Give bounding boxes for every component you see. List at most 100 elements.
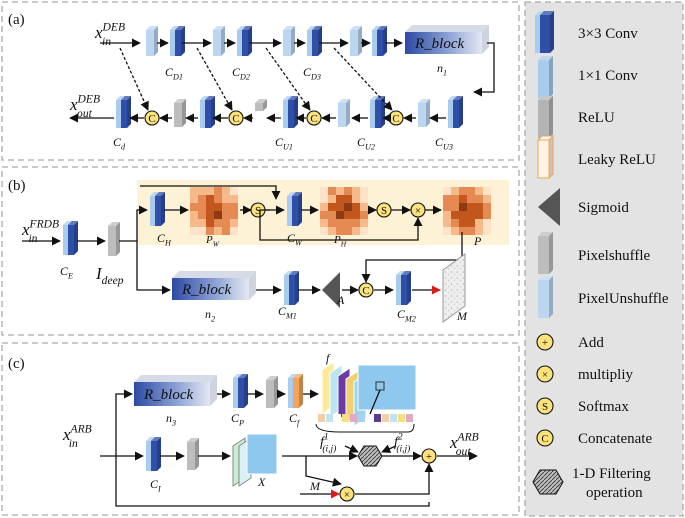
b-label-cw: CW [287,231,303,248]
a-conv-d0-3x3 [205,96,215,128]
a-label-cu3: CU3 [435,135,453,152]
a-unshuffle-3 [283,26,295,56]
legend-softmax-icon: S [536,397,554,415]
legend-label-pixelunshuffle: PixelUnshuffle [578,291,669,307]
b-conv-cm2-3x3 [401,271,411,305]
c-rblock: R_block [134,375,217,406]
panel-c-frame [1,342,520,516]
legend-label-filter-1: 1-D Filtering [572,466,651,482]
a-unshuffle-1 [146,26,158,56]
b-concat: C [358,282,374,298]
c-arr-to-mul [305,456,342,487]
legend-relu [538,96,553,138]
a-label-cu2: CU2 [357,135,375,152]
c-vector-cell-8 [382,414,389,422]
c-label-x: X [257,475,266,489]
c-arr-f2 [381,444,397,453]
a-conv-d2-3x3 [242,26,252,56]
b-conv-cm1-3x3 [289,271,299,305]
c-conv-ci-3x3 [151,437,161,471]
b-label-a: A [336,293,345,307]
c-conv-cp-3x3 [238,374,248,408]
a-conv-in-rblock-3x3 [377,26,387,56]
c-label-m: M [309,479,321,493]
b-label-cm1: CM1 [278,304,297,321]
a-conv-cd-3x3 [121,96,131,128]
b-arr-bottom [136,241,171,295]
a-unshuffle-4 [350,26,362,56]
legend-pixelunshuffle [538,276,553,318]
c-vector-cell-0 [318,414,325,422]
a-shuffle-u1 [255,99,267,111]
legend-label-concat: Concatenate [578,431,652,447]
a-skip-3 [333,47,393,111]
a-shuffle-u3 [418,99,430,127]
panel-b-label: (b) [8,178,26,194]
c-multiply-symbol: × [344,489,350,501]
a-label-cd3: CD3 [303,65,321,82]
legend-multiply-icon-symbol: × [542,369,548,381]
c-rblock-label: R_block [143,387,193,403]
b-softmax-1-symbol: S [255,205,261,217]
c-rblock-n: n3 [166,411,176,428]
c-patch-link [369,389,381,415]
legend-label-softmax: Softmax [578,399,629,415]
c-filter-op [357,445,383,467]
b-label-ce: CE [60,264,73,281]
legend-label-multiply: multipliy [578,367,634,383]
legend-label-leaky: Leaky ReLU [578,152,656,168]
c-label-ci: CI [150,477,162,494]
b-heat-ph [320,187,368,235]
b-heat-pw [190,187,238,235]
legend-multiply-icon: × [536,365,554,383]
b-conv-ch-3x3 [155,192,165,226]
c-shuffle [266,376,278,408]
panel-a-frame [1,1,520,161]
a-label-cu1: CU1 [275,135,293,152]
a-label-cd: Cd [113,135,126,152]
c-vector-cell-6 [366,414,373,422]
b-concat-symbol: C [362,285,369,297]
a-concat-3-symbol: C [392,113,399,125]
legend-add-icon-symbol: + [542,337,548,349]
a-concat-2: C [306,110,322,126]
panel-a-label: (a) [8,12,25,28]
c-vector-cell-4 [350,414,357,422]
c-x-front [246,433,278,475]
c-label-f: f [326,351,331,365]
c-arr-up [115,389,133,456]
legend-conv1 [538,56,553,98]
a-conv-d1-3x3 [175,26,185,56]
b-label-m: M [456,309,468,323]
a-concat-0: C [144,110,160,126]
a-shuffle-u2 [338,99,350,127]
a-rblock: R_block [405,25,489,54]
panel-c-label: (c) [8,356,25,372]
a-shuffle-d0 [174,99,186,127]
b-rblock: R_block [172,271,256,300]
c-label-cf: Cf [289,411,301,428]
c-vector-cell-5 [358,414,365,422]
legend-label-conv1: 1×1 Conv [578,68,638,84]
legend-concat-icon: C [536,429,554,447]
legend-label-filter-2: operation [586,485,643,501]
c-label-f2: f2(i,j) [394,433,410,455]
a-concat-1-symbol: C [232,113,239,125]
a-concat-2-symbol: C [310,113,317,125]
a-skip-2 [265,47,311,111]
c-add: + [421,448,437,464]
a-skip-1 [196,47,233,111]
b-label-pw: PW [205,234,220,248]
legend-filter-icon [532,469,564,495]
legend-label-relu: ReLU [578,110,615,126]
b-shuffle [108,222,120,256]
c-label-cp: CP [231,411,244,428]
b-rblock-label: R_block [181,282,231,298]
b-conv-ce-3x3 [68,221,78,255]
a-conv-d3-3x3 [312,26,322,56]
c-vector-cell-3 [342,414,349,422]
